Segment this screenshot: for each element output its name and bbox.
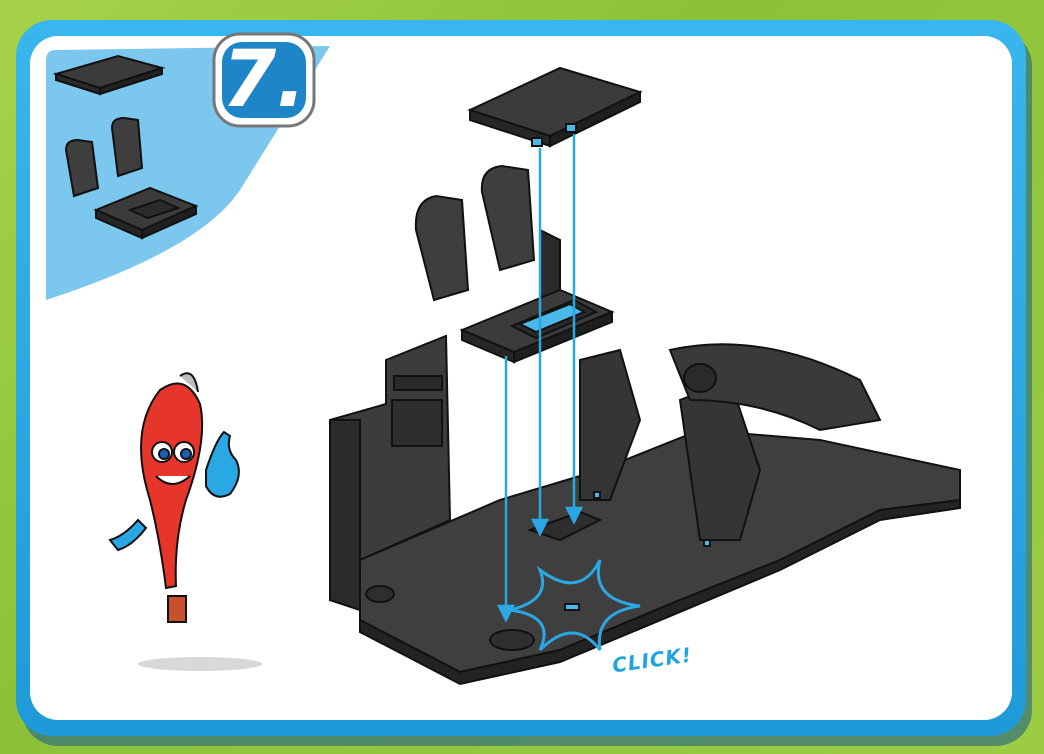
- chassis-icon: [330, 336, 960, 684]
- step-badge: 7.: [212, 32, 316, 128]
- lid-part: [470, 68, 640, 146]
- step-number: 7.: [212, 32, 316, 128]
- mascot-icon: [110, 373, 262, 671]
- seats-part: [416, 166, 612, 362]
